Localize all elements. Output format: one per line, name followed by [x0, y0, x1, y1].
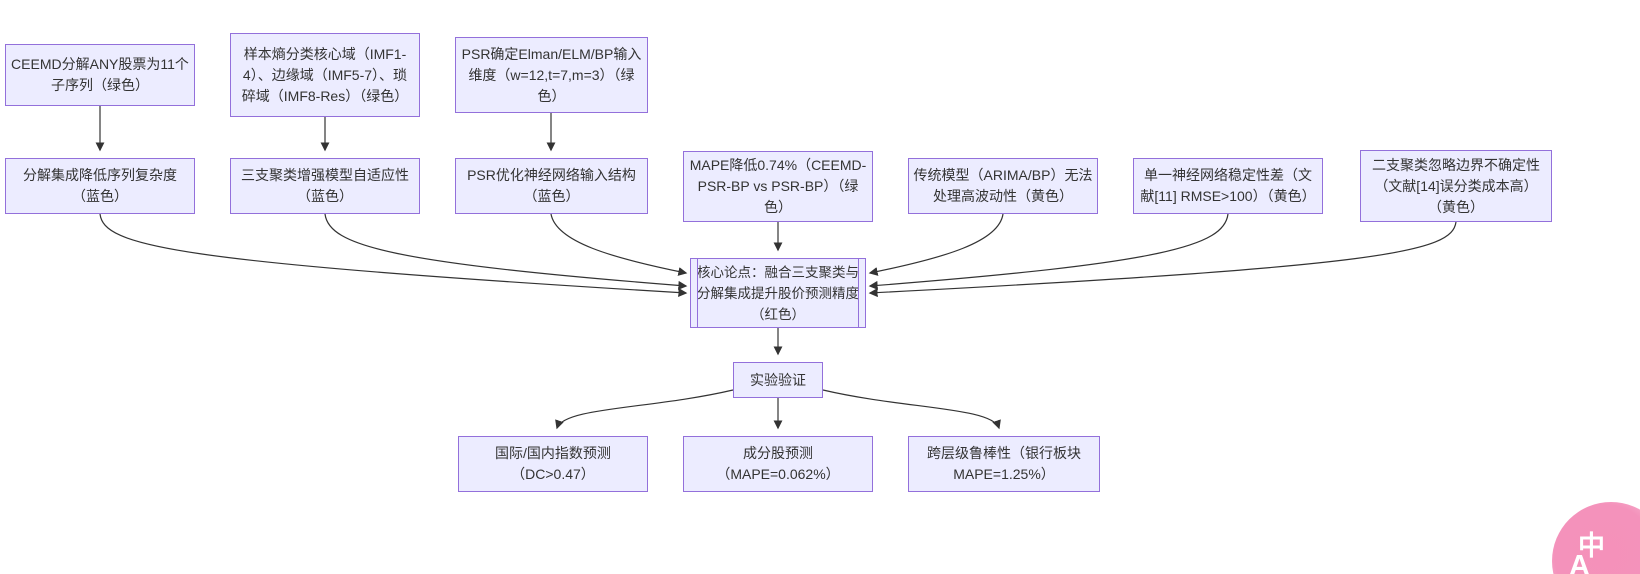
node-index-prediction: 国际/国内指数预测 （DC>0.47） [458, 436, 648, 492]
node-psr-input-dimension: PSR确定Elman/ELM/BP输入 维度（w=12,t=7,m=3）（绿 色… [455, 37, 648, 113]
node-mape-reduction: MAPE降低0.74%（CEEMD- PSR-BP vs PSR-BP）（绿 色… [683, 151, 873, 222]
edge-b1-core [99, 213, 688, 298]
node-two-way-clustering-limitation: 二支聚类忽略边界不确定性 （文献[14]误分类成本高） （黄色） [1360, 150, 1552, 222]
node-label: 国际/国内指数预测 （DC>0.47） [495, 445, 611, 482]
node-experiment-validation: 实验验证 [733, 362, 823, 398]
node-label: 实验验证 [750, 371, 806, 388]
edge-b6-core [868, 213, 1229, 290]
edge-exp-c1 [555, 389, 734, 430]
node-label: 单一神经网络稳定性差（文 献[11] RMSE>100）（黄色） [1140, 167, 1316, 204]
node-cross-level-robustness: 跨层级鲁棒性（银行板块 MAPE=1.25%） [908, 436, 1100, 492]
node-decomposition-reduces-complexity: 分解集成降低序列复杂度 （蓝色） [5, 158, 195, 214]
chinese-glyph: 中 [1578, 531, 1605, 561]
edge-b7-core [868, 221, 1457, 298]
node-single-nn-instability: 单一神经网络稳定性差（文 献[11] RMSE>100）（黄色） [1133, 158, 1323, 214]
edge-b3-core [550, 213, 688, 276]
node-three-way-clustering-adaptivity: 三支聚类增强模型自适应性 （蓝色） [230, 158, 420, 214]
node-label: 跨层级鲁棒性（银行板块 MAPE=1.25%） [927, 445, 1081, 482]
edge-b2-core [324, 213, 688, 290]
node-label: 核心论点：融合三支聚类与 分解集成提升股价预测精度 （红色） [697, 264, 859, 322]
node-label: 分解集成降低序列复杂度 （蓝色） [23, 167, 177, 204]
node-label: 二支聚类忽略边界不确定性 （文献[14]误分类成本高） （黄色） [1372, 156, 1540, 215]
node-label: PSR优化神经网络输入结构 （蓝色） [467, 167, 636, 204]
node-label: PSR确定Elman/ELM/BP输入 维度（w=12,t=7,m=3）（绿 色… [461, 45, 642, 104]
node-label: MAPE降低0.74%（CEEMD- PSR-BP vs PSR-BP）（绿 色… [689, 157, 867, 215]
latin-glyph: A [1569, 550, 1590, 574]
node-traditional-model-limitation: 传统模型（ARIMA/BP）无法 处理高波动性（黄色） [908, 158, 1098, 214]
edge-b5-core [868, 213, 1004, 276]
node-sample-entropy-domains: 样本熵分类核心域（IMF1- 4）、边缘域（IMF5-7）、琐 碎域（IMF8-… [230, 33, 420, 117]
node-label: 传统模型（ARIMA/BP）无法 处理高波动性（黄色） [913, 167, 1093, 204]
node-psr-optimizes-input-structure: PSR优化神经网络输入结构 （蓝色） [455, 158, 648, 214]
node-label: 样本熵分类核心域（IMF1- 4）、边缘域（IMF5-7）、琐 碎域（IMF8-… [241, 45, 409, 104]
node-ceemd-decomposition: CEEMD分解ANY股票为11个 子序列（绿色） [5, 44, 195, 106]
node-label: 三支聚类增强模型自适应性 （蓝色） [241, 167, 409, 204]
node-constituent-stock-prediction: 成分股预测 （MAPE=0.062%） [683, 436, 873, 492]
node-label: CEEMD分解ANY股票为11个 子序列（绿色） [11, 56, 189, 93]
node-core-thesis: 核心论点：融合三支聚类与 分解集成提升股价预测精度 （红色） [690, 258, 866, 328]
edge-exp-c3 [822, 389, 1001, 430]
node-label: 成分股预测 （MAPE=0.062%） [716, 445, 840, 482]
